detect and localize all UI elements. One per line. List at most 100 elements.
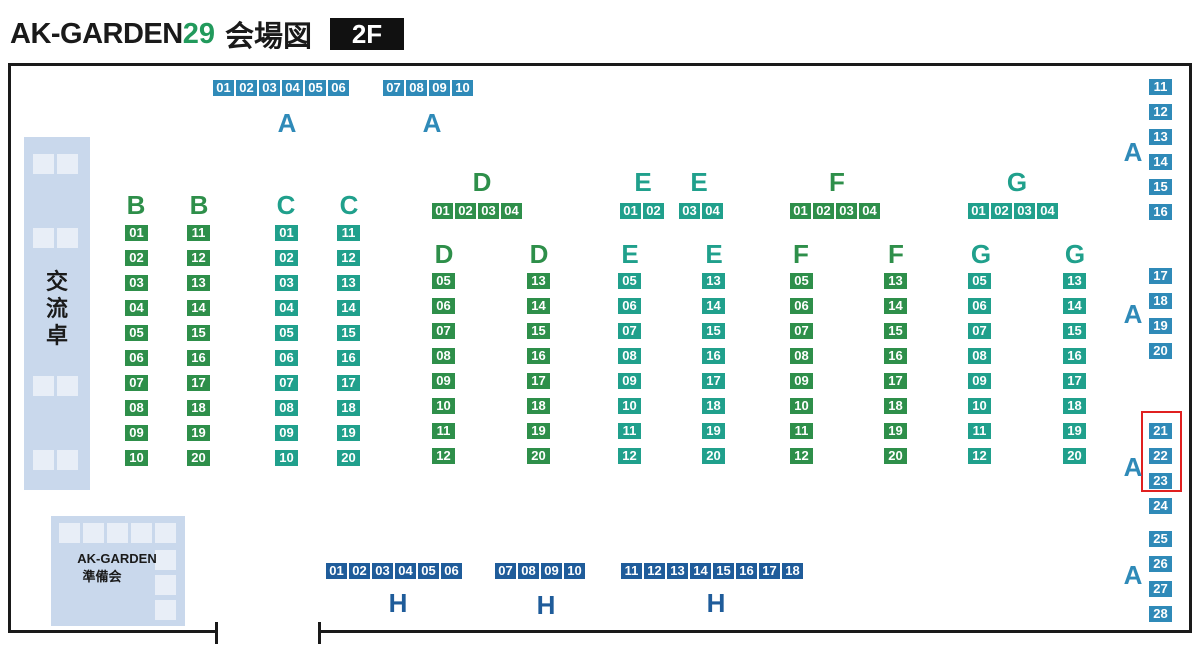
booth-a23[interactable]: 23	[1148, 472, 1173, 490]
booth-f10[interactable]: 10	[789, 397, 814, 415]
booth-d02[interactable]: 02	[454, 202, 477, 220]
booth-a12[interactable]: 12	[1148, 103, 1173, 121]
booth-e16[interactable]: 16	[701, 347, 726, 365]
booth-b19[interactable]: 19	[186, 424, 211, 442]
booth-h15[interactable]: 15	[712, 562, 735, 580]
booth-f01[interactable]: 01	[789, 202, 812, 220]
booth-c13[interactable]: 13	[336, 274, 361, 292]
booth-d15[interactable]: 15	[526, 322, 551, 340]
booth-f06[interactable]: 06	[789, 297, 814, 315]
booth-e03[interactable]: 03	[678, 202, 701, 220]
booth-a05[interactable]: 05	[304, 79, 327, 97]
booth-g06[interactable]: 06	[967, 297, 992, 315]
booth-c12[interactable]: 12	[336, 249, 361, 267]
booth-c06[interactable]: 06	[274, 349, 299, 367]
booth-f03[interactable]: 03	[835, 202, 858, 220]
booth-f18[interactable]: 18	[883, 397, 908, 415]
booth-d03[interactable]: 03	[477, 202, 500, 220]
booth-d17[interactable]: 17	[526, 372, 551, 390]
booth-h11[interactable]: 11	[620, 562, 643, 580]
booth-f13[interactable]: 13	[883, 272, 908, 290]
booth-c04[interactable]: 04	[274, 299, 299, 317]
booth-e15[interactable]: 15	[701, 322, 726, 340]
booth-a09[interactable]: 09	[428, 79, 451, 97]
booth-e05[interactable]: 05	[617, 272, 642, 290]
booth-e20[interactable]: 20	[701, 447, 726, 465]
booth-f16[interactable]: 16	[883, 347, 908, 365]
booth-h08[interactable]: 08	[517, 562, 540, 580]
booth-b10[interactable]: 10	[124, 449, 149, 467]
booth-e13[interactable]: 13	[701, 272, 726, 290]
booth-h03[interactable]: 03	[371, 562, 394, 580]
booth-d05[interactable]: 05	[431, 272, 456, 290]
booth-d06[interactable]: 06	[431, 297, 456, 315]
booth-c16[interactable]: 16	[336, 349, 361, 367]
booth-d01[interactable]: 01	[431, 202, 454, 220]
booth-h16[interactable]: 16	[735, 562, 758, 580]
booth-e14[interactable]: 14	[701, 297, 726, 315]
booth-e12[interactable]: 12	[617, 447, 642, 465]
booth-e18[interactable]: 18	[701, 397, 726, 415]
booth-e08[interactable]: 08	[617, 347, 642, 365]
booth-h17[interactable]: 17	[758, 562, 781, 580]
booth-g16[interactable]: 16	[1062, 347, 1087, 365]
booth-g17[interactable]: 17	[1062, 372, 1087, 390]
booth-d14[interactable]: 14	[526, 297, 551, 315]
booth-f02[interactable]: 02	[812, 202, 835, 220]
booth-e01[interactable]: 01	[619, 202, 642, 220]
booth-c10[interactable]: 10	[274, 449, 299, 467]
booth-f15[interactable]: 15	[883, 322, 908, 340]
booth-a15[interactable]: 15	[1148, 178, 1173, 196]
booth-c20[interactable]: 20	[336, 449, 361, 467]
booth-f09[interactable]: 09	[789, 372, 814, 390]
booth-a26[interactable]: 26	[1148, 555, 1173, 573]
booth-e04[interactable]: 04	[701, 202, 724, 220]
booth-h18[interactable]: 18	[781, 562, 804, 580]
booth-a04[interactable]: 04	[281, 79, 304, 97]
booth-a06[interactable]: 06	[327, 79, 350, 97]
booth-a10[interactable]: 10	[451, 79, 474, 97]
booth-h04[interactable]: 04	[394, 562, 417, 580]
booth-d10[interactable]: 10	[431, 397, 456, 415]
booth-f17[interactable]: 17	[883, 372, 908, 390]
booth-e10[interactable]: 10	[617, 397, 642, 415]
booth-b03[interactable]: 03	[124, 274, 149, 292]
booth-b04[interactable]: 04	[124, 299, 149, 317]
booth-a21[interactable]: 21	[1148, 422, 1173, 440]
booth-c18[interactable]: 18	[336, 399, 361, 417]
booth-a02[interactable]: 02	[235, 79, 258, 97]
booth-g07[interactable]: 07	[967, 322, 992, 340]
booth-b07[interactable]: 07	[124, 374, 149, 392]
booth-a27[interactable]: 27	[1148, 580, 1173, 598]
booth-b16[interactable]: 16	[186, 349, 211, 367]
booth-f04[interactable]: 04	[858, 202, 881, 220]
booth-g08[interactable]: 08	[967, 347, 992, 365]
booth-g14[interactable]: 14	[1062, 297, 1087, 315]
booth-f20[interactable]: 20	[883, 447, 908, 465]
booth-a14[interactable]: 14	[1148, 153, 1173, 171]
booth-e06[interactable]: 06	[617, 297, 642, 315]
booth-e09[interactable]: 09	[617, 372, 642, 390]
booth-a11[interactable]: 11	[1148, 78, 1173, 96]
booth-h05[interactable]: 05	[417, 562, 440, 580]
booth-b18[interactable]: 18	[186, 399, 211, 417]
booth-a22[interactable]: 22	[1148, 447, 1173, 465]
booth-d09[interactable]: 09	[431, 372, 456, 390]
booth-a08[interactable]: 08	[405, 79, 428, 97]
booth-f14[interactable]: 14	[883, 297, 908, 315]
booth-b01[interactable]: 01	[124, 224, 149, 242]
booth-b09[interactable]: 09	[124, 424, 149, 442]
booth-c11[interactable]: 11	[336, 224, 361, 242]
booth-d18[interactable]: 18	[526, 397, 551, 415]
booth-d13[interactable]: 13	[526, 272, 551, 290]
booth-a17[interactable]: 17	[1148, 267, 1173, 285]
booth-b12[interactable]: 12	[186, 249, 211, 267]
booth-f05[interactable]: 05	[789, 272, 814, 290]
booth-f11[interactable]: 11	[789, 422, 814, 440]
booth-c19[interactable]: 19	[336, 424, 361, 442]
booth-h13[interactable]: 13	[666, 562, 689, 580]
booth-c08[interactable]: 08	[274, 399, 299, 417]
booth-b08[interactable]: 08	[124, 399, 149, 417]
booth-c02[interactable]: 02	[274, 249, 299, 267]
booth-b11[interactable]: 11	[186, 224, 211, 242]
